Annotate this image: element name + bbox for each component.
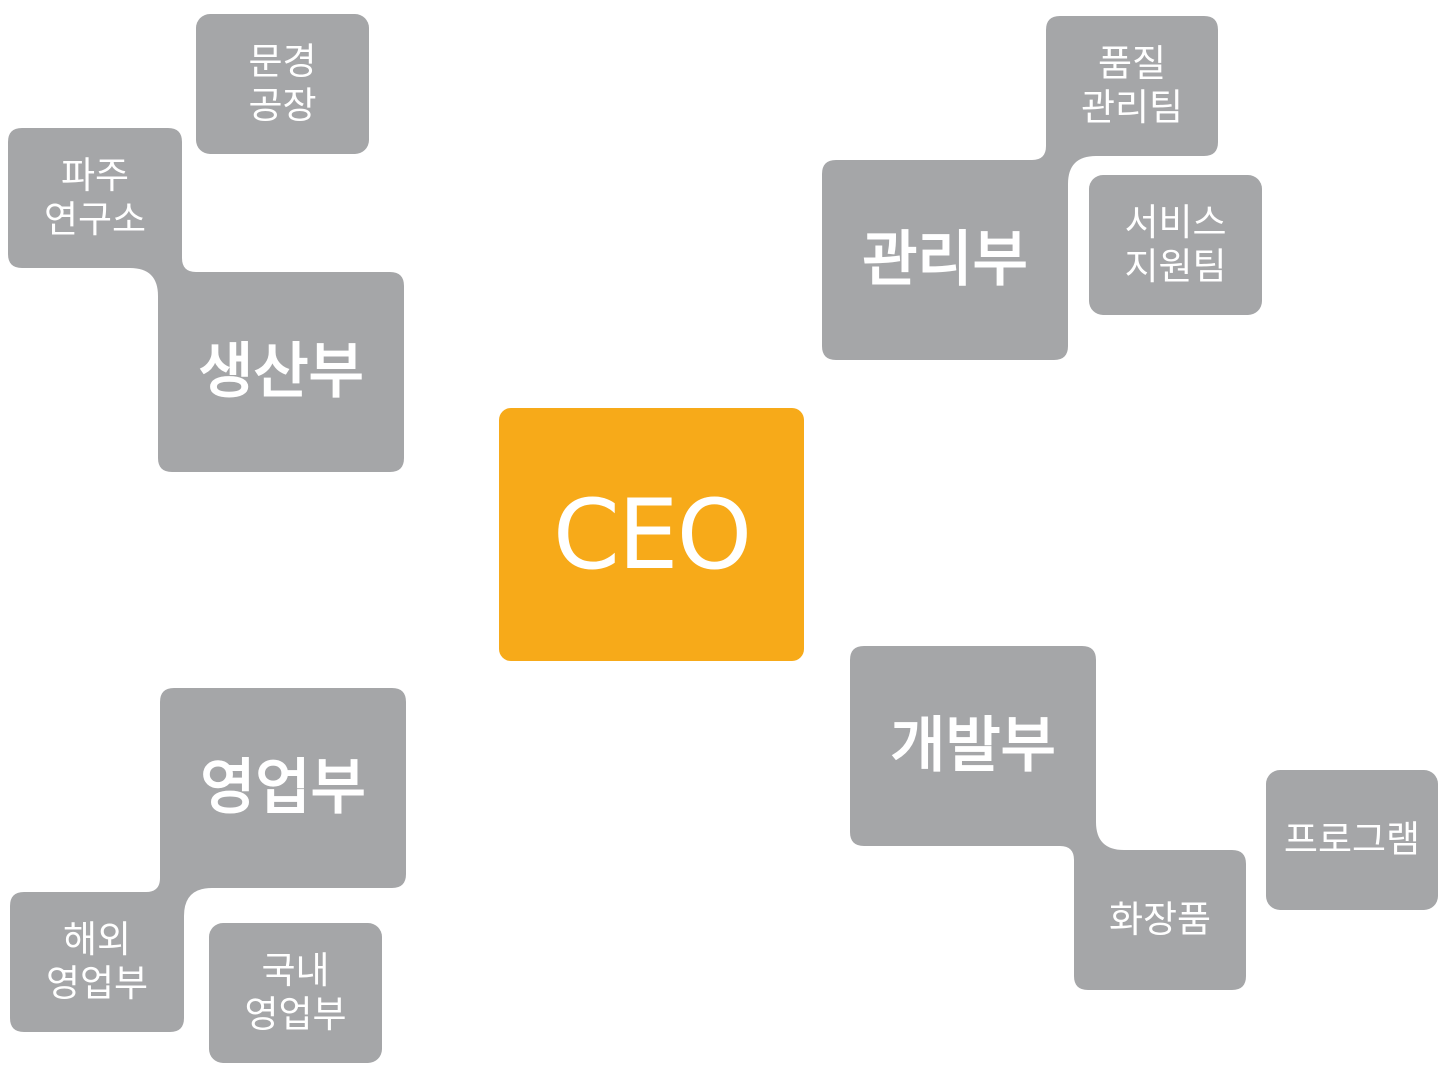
unit-label: 품질 관리팀 xyxy=(1080,42,1184,129)
dept-development[interactable]: 개발부 xyxy=(850,646,1096,846)
unit-service-team[interactable]: 서비스 지원팀 xyxy=(1089,175,1262,315)
ceo-label: CEO xyxy=(552,478,752,591)
dept-management[interactable]: 관리부 xyxy=(822,160,1068,360)
unit-domestic-sales[interactable]: 국내 영업부 xyxy=(209,923,382,1063)
unit-label: 화장품 xyxy=(1108,898,1212,941)
unit-label: 문경 공장 xyxy=(248,40,317,127)
development-shape xyxy=(850,646,1246,990)
unit-label: 파주 연구소 xyxy=(43,154,147,241)
unit-label: 해외 영업부 xyxy=(45,918,149,1005)
unit-quality-team[interactable]: 품질 관리팀 xyxy=(1046,16,1218,156)
unit-cosmetics[interactable]: 화장품 xyxy=(1074,850,1246,990)
dept-label: 관리부 xyxy=(862,225,1028,295)
dept-label: 영업부 xyxy=(200,753,366,823)
unit-label: 서비스 지원팀 xyxy=(1124,201,1227,288)
dept-production[interactable]: 생산부 xyxy=(158,272,404,472)
dept-sales[interactable]: 영업부 xyxy=(160,688,406,888)
dept-label: 생산부 xyxy=(198,337,364,407)
unit-paju-lab[interactable]: 파주 연구소 xyxy=(8,128,182,268)
unit-mungyeong-factory[interactable]: 문경 공장 xyxy=(196,14,369,154)
management-shape xyxy=(822,16,1218,360)
dept-label: 개발부 xyxy=(890,711,1056,781)
ceo-box[interactable]: CEO xyxy=(499,408,804,661)
production-shape xyxy=(8,128,404,472)
unit-program[interactable]: 프로그램 xyxy=(1266,770,1438,910)
sales-shape xyxy=(10,688,406,1032)
unit-overseas-sales[interactable]: 해외 영업부 xyxy=(10,892,184,1032)
unit-label: 국내 영업부 xyxy=(244,949,347,1036)
unit-label: 프로그램 xyxy=(1283,818,1421,861)
